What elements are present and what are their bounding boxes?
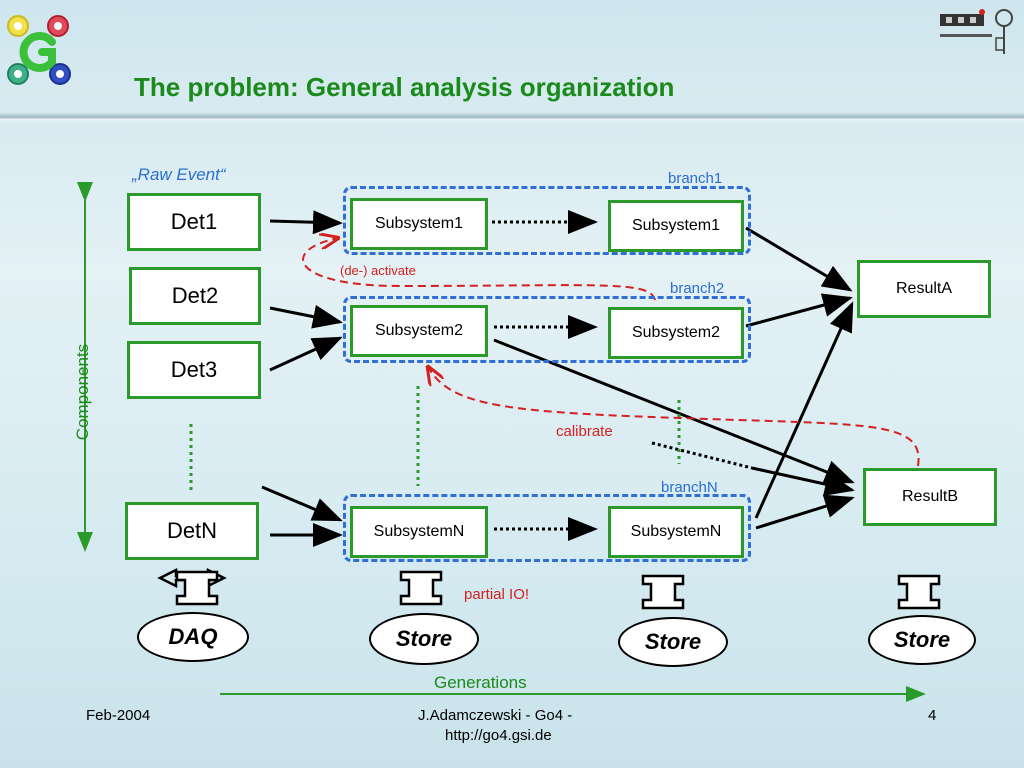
calibrate-annotation: calibrate xyxy=(556,423,613,440)
calibrate-curve xyxy=(428,367,920,467)
footer-date: Feb-2004 xyxy=(86,707,151,724)
activate-annotation: (de-) activate xyxy=(340,263,416,278)
footer-author-line2: http://go4.gsi.de xyxy=(445,727,552,744)
footer-page-number: 4 xyxy=(928,707,937,724)
branchN-container xyxy=(343,494,751,562)
arrow-dotted-resultB xyxy=(751,466,855,496)
branchN-label: branchN xyxy=(661,479,718,496)
branch2-container xyxy=(343,296,751,363)
arrow-det2-sub2 xyxy=(269,304,343,329)
detector-box-det2: Det2 xyxy=(129,267,261,325)
branch1-container xyxy=(343,186,751,255)
arrow-sub2-resultB xyxy=(493,338,855,484)
subsystemN-left: SubsystemN xyxy=(350,506,488,558)
arrow-detdots-subN xyxy=(261,485,343,522)
raw-event-label: „Raw Event“ xyxy=(132,165,226,184)
detector-box-detN: DetN xyxy=(125,502,259,560)
result-box-b: ResultB xyxy=(863,468,997,526)
dotted-arrow-resultB xyxy=(651,441,753,470)
subsystemN-right: SubsystemN xyxy=(608,506,744,558)
subsystem1-right: Subsystem1 xyxy=(608,200,744,252)
arrow-subN-resultB xyxy=(755,494,855,530)
footer-author-line1: J.Adamczewski - Go4 - xyxy=(418,707,573,724)
go4-logo xyxy=(7,15,71,85)
slide-title: The problem: General analysis organizati… xyxy=(134,72,675,102)
partial-io-annotation: partial IO! xyxy=(464,586,530,603)
arrow-det3-sub2 xyxy=(269,336,343,372)
store-storage-1: Store xyxy=(369,613,479,665)
detector-box-det3: Det3 xyxy=(127,341,261,399)
activate-curve xyxy=(302,238,656,301)
gsi-logo xyxy=(940,9,1013,54)
subsystem2-right: Subsystem2 xyxy=(608,307,744,359)
daq-storage: DAQ xyxy=(137,612,249,662)
subsystem1-left: Subsystem1 xyxy=(350,198,488,250)
arrow-sub1-resultA xyxy=(745,226,853,292)
generations-label: Generations xyxy=(434,673,527,692)
detector-box-det1: Det1 xyxy=(127,193,261,251)
arrow-subN-resultA xyxy=(754,301,854,519)
title-divider xyxy=(0,112,1024,124)
branch1-label: branch1 xyxy=(668,170,723,187)
subsystem2-left: Subsystem2 xyxy=(350,305,488,357)
store-storage-2: Store xyxy=(618,617,728,667)
double-arrows-storage xyxy=(175,570,941,610)
components-label: Components xyxy=(73,343,92,441)
branch2-label: branch2 xyxy=(670,280,725,297)
store-storage-3: Store xyxy=(868,615,976,665)
arrow-det1-sub1 xyxy=(269,210,343,235)
result-box-a: ResultA xyxy=(857,260,991,318)
arrow-sub2-resultA xyxy=(745,293,853,328)
